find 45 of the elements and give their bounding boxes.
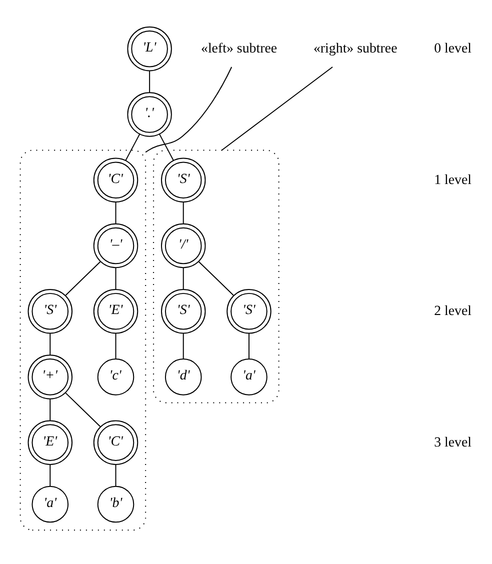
connector — [182, 332, 184, 359]
connector — [115, 266, 116, 290]
node-circle: 'd' — [164, 358, 202, 395]
label: 0 level — [434, 41, 472, 56]
node-circle: '.' — [127, 92, 172, 136]
connector — [248, 332, 250, 359]
connector — [50, 332, 51, 356]
node-circle: 'S' — [226, 288, 272, 334]
node-circle: 'a' — [32, 485, 69, 522]
connector — [221, 66, 334, 150]
connector — [149, 70, 150, 93]
connector — [182, 266, 184, 290]
connector — [159, 133, 174, 160]
node-circle: 'b' — [97, 485, 134, 522]
connector — [115, 464, 116, 486]
node-circle: 'E' — [93, 288, 138, 334]
node-circle: 'C' — [93, 420, 138, 464]
connector — [198, 260, 234, 296]
node-circle: '–' — [93, 222, 138, 268]
node-text: «right» subtree — [313, 41, 398, 56]
connector — [50, 464, 51, 486]
node-circle: 'S' — [161, 288, 206, 334]
node-circle: 'L' — [127, 26, 172, 71]
label: 3 level — [434, 434, 472, 450]
label: 2 level — [434, 304, 472, 319]
connector — [125, 133, 140, 160]
connector — [115, 201, 116, 224]
node-circle: 'c' — [97, 358, 134, 395]
node-circle: '+' — [28, 354, 72, 399]
node-circle: 'E' — [28, 420, 72, 464]
cluster — [153, 149, 280, 403]
connector — [50, 398, 51, 421]
connector — [145, 66, 232, 152]
connector — [182, 201, 184, 224]
connector — [65, 260, 102, 296]
connector — [64, 392, 101, 426]
label: 1 level — [434, 172, 472, 188]
node-circle: 'S' — [28, 288, 72, 334]
connector — [115, 332, 116, 359]
node-circle: 'a' — [230, 358, 268, 395]
cluster — [20, 149, 146, 530]
node-circle: 'C' — [93, 157, 138, 202]
node-text: «left» subtree — [201, 41, 278, 56]
node-circle: '/' — [161, 222, 206, 268]
node-circle: 'S' — [161, 157, 206, 202]
